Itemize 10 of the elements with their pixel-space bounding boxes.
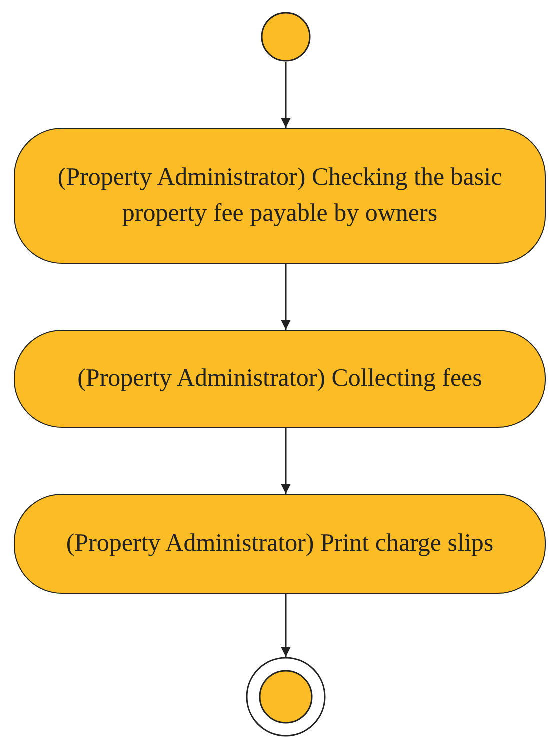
end-node (246, 657, 326, 737)
activity-label: (Property Administrator) Print charge slips (66, 529, 494, 559)
arrow (281, 594, 291, 657)
arrow (281, 428, 291, 494)
arrow (281, 264, 291, 330)
activity-box (14, 128, 546, 264)
arrow (281, 62, 291, 128)
activity-label: (Property Administrator) Collecting fees (78, 364, 482, 394)
start-node (261, 12, 311, 62)
activity-label: (Property Administrator) Checking the basic property fee payable by owners (56, 163, 504, 229)
